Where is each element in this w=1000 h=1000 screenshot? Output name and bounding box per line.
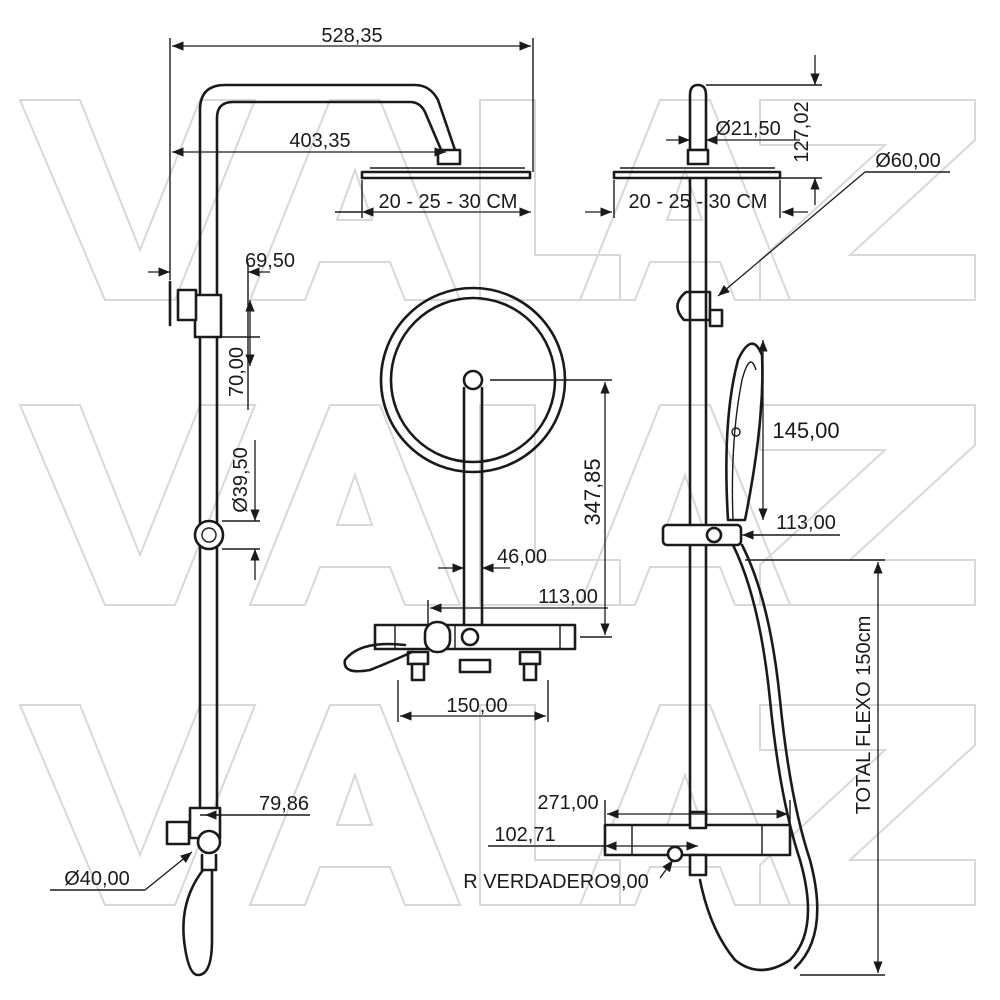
side-view: [603, 83, 819, 972]
plan-dimensions: [397, 379, 612, 722]
dim-hose-length: TOTAL FLEXO 150cm: [853, 616, 875, 815]
dim-arm-reach: 403,35: [289, 130, 350, 152]
front-view: [165, 83, 532, 977]
dim-plan-inlet-spacing: 150,00: [446, 695, 507, 717]
watermark: [18, 99, 976, 906]
dim-head-drop: 127,02: [791, 101, 813, 162]
dim-total-width: 528,35: [321, 25, 382, 47]
dim-diverter-offset: 79,86: [259, 793, 309, 815]
dim-head-size-front: 20 - 25 - 30 CM: [379, 191, 518, 213]
dim-slider-offset: 113,00: [776, 512, 836, 534]
dim-plan-arm-length: 347,85: [580, 458, 605, 525]
dim-holder-dia: Ø60,00: [875, 150, 941, 172]
side-dimensions: [488, 55, 950, 976]
dim-plan-pipe-offset: 46,00: [497, 546, 547, 568]
dim-outlet-radius: R VERDADERO9,00: [463, 871, 649, 893]
dim-mixer-width: 271,00: [537, 792, 598, 814]
dim-plan-mixer-depth: 113,00: [538, 586, 598, 608]
dim-joint-dia: Ø39,50: [230, 447, 252, 513]
dim-bracket-offset: 69,50: [245, 250, 295, 272]
dim-inlet-dia: Ø40,00: [64, 868, 130, 890]
dim-handshower-length: 145,00: [772, 418, 839, 443]
dim-mixer-center: 102,71: [494, 824, 555, 846]
plan-view: [343, 286, 577, 682]
front-dimensions: [50, 38, 534, 891]
dim-bracket-height: 70,00: [226, 347, 248, 397]
dim-head-connector-dia: Ø21,50: [715, 118, 781, 140]
dim-head-size-side: 20 - 25 - 30 CM: [629, 191, 768, 213]
